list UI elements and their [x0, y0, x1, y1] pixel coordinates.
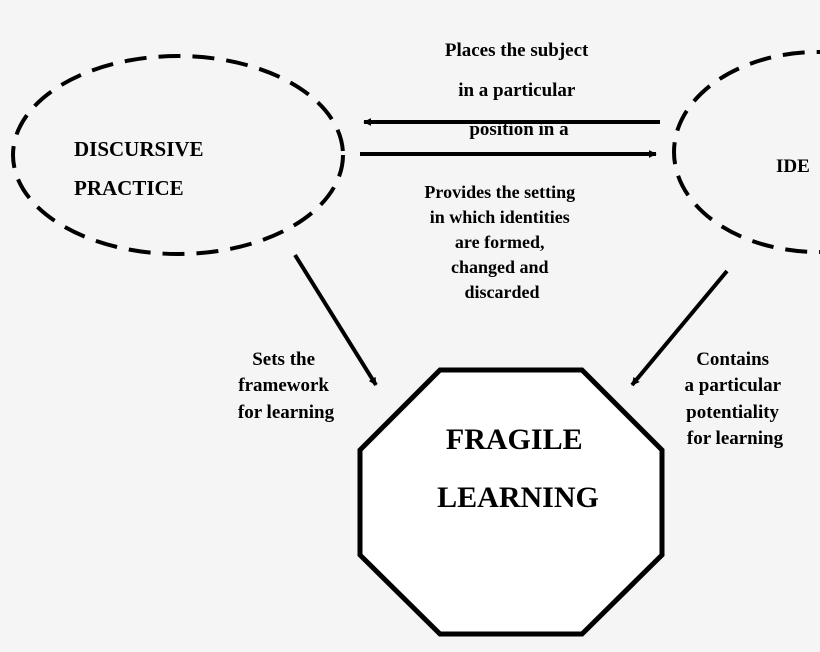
identity-ellipse [672, 50, 820, 254]
discursive-practice-label-line: DISCURSIVE [74, 137, 204, 161]
edge-label-line: Sets the [252, 349, 315, 370]
edge-label-line: for learning [238, 402, 335, 423]
discursive-practice-node: DISCURSIVE PRACTICE [11, 54, 345, 256]
discursive-practice-label: DISCURSIVE PRACTICE [74, 137, 209, 200]
edge-label-line: Provides the setting [424, 182, 575, 202]
identity-label: IDE [776, 156, 810, 177]
edge-label-identity-to-practice: Places the subject in a particular posit… [445, 40, 593, 140]
edge-label-line: changed and [451, 257, 549, 277]
edge-label-line: Places the subject [445, 40, 589, 61]
fragile-learning-label-line: LEARNING [437, 481, 599, 514]
edge-label-line: in a particular [458, 80, 576, 101]
identity-label-line: IDE [776, 156, 810, 177]
fragile-learning-node: FRAGILE LEARNING [357, 367, 665, 637]
fragile-learning-label-line: FRAGILE [446, 423, 583, 456]
edge-label-line: in which identities [430, 207, 570, 227]
edge-label-practice-to-identity: Provides the setting in which identities… [424, 182, 579, 302]
edge-label-line: discarded [464, 282, 539, 302]
edge-label-line: for learning [687, 428, 784, 449]
edge-label-line: position in a [469, 119, 569, 140]
fragile-learning-octagon [357, 367, 665, 637]
discursive-practice-label-line: PRACTICE [74, 176, 184, 200]
edge-label-line: are formed, [455, 232, 545, 252]
discursive-practice-ellipse [11, 54, 345, 256]
edge-label-line: Contains [696, 349, 769, 370]
arrow-practice-to-learning [293, 253, 378, 387]
fragile-learning-label: FRAGILE LEARNING [437, 423, 599, 514]
edge-label-line: potentiality [686, 402, 779, 423]
edge-label-practice-to-learning: Sets the framework for learning [238, 349, 335, 423]
identity-node: IDE [672, 50, 820, 254]
arrow-identity-to-learning [630, 269, 729, 387]
edge-label-identity-to-learning: Contains a particular potentiality for l… [685, 349, 786, 449]
edge-label-line: framework [238, 375, 329, 396]
edge-label-line: a particular [685, 375, 782, 396]
